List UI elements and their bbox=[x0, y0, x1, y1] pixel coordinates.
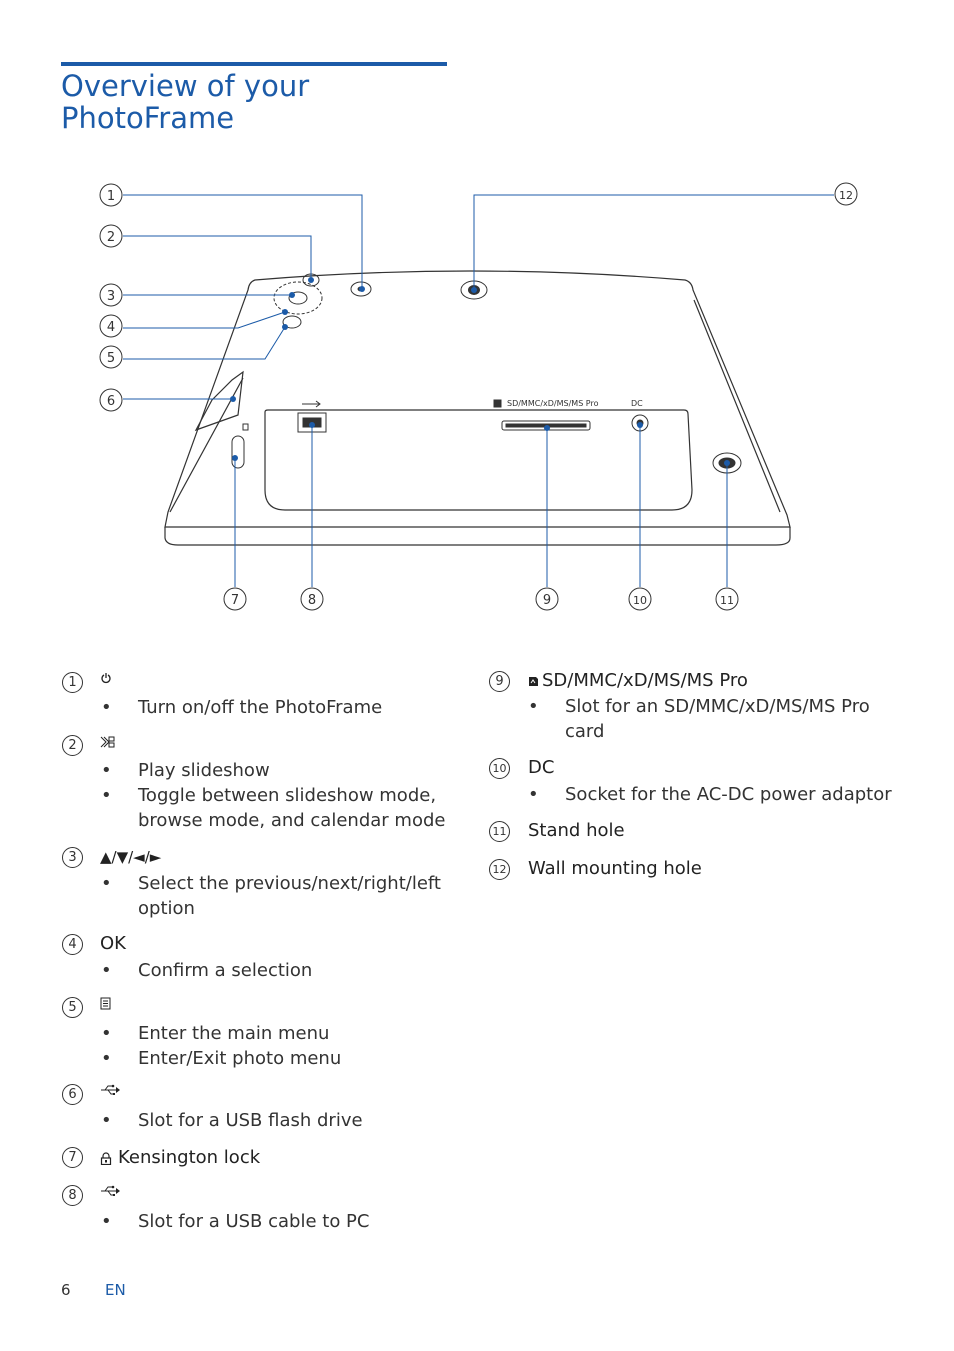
slideshow-icon bbox=[100, 736, 115, 748]
page-title-line1: Overview of your bbox=[61, 69, 310, 103]
item-number: 10 bbox=[489, 758, 510, 779]
lock-icon bbox=[100, 1151, 112, 1165]
callout-numbers: 1 2 3 4 5 6 7 8 9 10 11 12 bbox=[107, 189, 853, 608]
dc-label: DC bbox=[631, 399, 643, 408]
callout-2: 2 bbox=[107, 230, 115, 245]
page-number: 6 bbox=[61, 1281, 71, 1299]
callout-1: 1 bbox=[107, 189, 115, 204]
list-item: •Select the previous/next/right/left opt… bbox=[101, 873, 441, 919]
list-item: •Toggle between slideshow mode, browse m… bbox=[101, 785, 446, 831]
item-number: 11 bbox=[489, 821, 510, 842]
callout-5: 5 bbox=[107, 351, 115, 366]
item-heading: OK bbox=[100, 933, 126, 955]
item-number: 5 bbox=[62, 997, 83, 1018]
ok-label: OK bbox=[100, 933, 126, 954]
item-number: 3 bbox=[62, 847, 83, 868]
list-item: •Enter/Exit photo menu bbox=[101, 1048, 342, 1069]
stand-hole-heading: Stand hole bbox=[528, 820, 625, 841]
leader-dots bbox=[230, 277, 730, 466]
card-slot-label: SD/MMC/xD/MS/MS Pro bbox=[507, 399, 599, 408]
callout-3: 3 bbox=[107, 289, 115, 304]
callout-4: 4 bbox=[107, 320, 115, 335]
navigation-arrows-label: ▲/▼/◄/► bbox=[100, 848, 162, 866]
callout-7: 7 bbox=[231, 593, 239, 608]
language-label: EN bbox=[105, 1281, 126, 1299]
dc-heading: DC bbox=[528, 757, 555, 778]
item-number: 9 bbox=[489, 671, 510, 692]
callout-10: 10 bbox=[633, 594, 647, 607]
item-heading: SD/MMC/xD/MS/MS Pro bbox=[528, 670, 748, 692]
list-item: •Turn on/off the PhotoFrame bbox=[101, 697, 383, 718]
callout-11: 11 bbox=[720, 594, 734, 607]
item-number: 7 bbox=[62, 1147, 83, 1168]
list-item: •Socket for the AC-DC power adaptor bbox=[528, 784, 892, 805]
list-item: •Slot for a USB flash drive bbox=[101, 1110, 363, 1131]
callout-9: 9 bbox=[543, 593, 551, 608]
page-title: Overview of your PhotoFrame bbox=[61, 70, 461, 134]
item-heading bbox=[100, 997, 111, 1010]
power-icon bbox=[101, 673, 111, 684]
usb-icon bbox=[101, 1185, 120, 1196]
item-heading bbox=[100, 1084, 122, 1096]
list-item: •Confirm a selection bbox=[101, 960, 313, 981]
leader-lines bbox=[123, 194, 834, 587]
menu-icon bbox=[100, 997, 111, 1010]
list-item: •Enter the main menu bbox=[101, 1023, 330, 1044]
callout-8: 8 bbox=[308, 593, 316, 608]
frame-outline bbox=[164, 270, 791, 546]
item-heading: DC bbox=[528, 757, 554, 779]
card-slot-heading: SD/MMC/xD/MS/MS Pro bbox=[542, 670, 748, 691]
list-item: •Slot for a USB cable to PC bbox=[101, 1211, 370, 1232]
kensington-label: Kensington lock bbox=[118, 1147, 261, 1168]
item-heading bbox=[100, 672, 112, 684]
item-heading bbox=[100, 735, 116, 749]
item-number: 2 bbox=[62, 735, 83, 756]
list-item: •Slot for an SD/MMC/xD/MS/MS Pro card bbox=[528, 696, 870, 742]
wall-mount-heading: Wall mounting hole bbox=[528, 858, 702, 879]
item-number: 12 bbox=[489, 859, 510, 880]
item-heading: Stand hole bbox=[528, 820, 625, 842]
item-number: 6 bbox=[62, 1084, 83, 1105]
button-cluster bbox=[273, 273, 372, 329]
item-heading: Kensington lock bbox=[100, 1147, 260, 1169]
item-heading: Wall mounting hole bbox=[528, 858, 702, 880]
item-number: 1 bbox=[62, 672, 83, 693]
card-icon bbox=[529, 676, 538, 686]
page-title-line2: PhotoFrame bbox=[61, 101, 235, 135]
list-item: •Play slideshow bbox=[101, 760, 270, 781]
callout-6: 6 bbox=[107, 394, 115, 409]
item-heading bbox=[100, 1185, 122, 1197]
item-number: 8 bbox=[62, 1185, 83, 1206]
item-number: 4 bbox=[62, 934, 83, 955]
photoframe-rear-diagram: SD/MMC/xD/MS/MS Pro DC bbox=[99, 182, 858, 611]
usb-icon bbox=[101, 1084, 120, 1095]
title-rule bbox=[61, 62, 447, 66]
callout-12: 12 bbox=[839, 189, 853, 202]
callout-circles bbox=[99, 182, 858, 611]
item-heading: ▲/▼/◄/► bbox=[100, 846, 161, 868]
kensington-slot bbox=[231, 423, 249, 469]
